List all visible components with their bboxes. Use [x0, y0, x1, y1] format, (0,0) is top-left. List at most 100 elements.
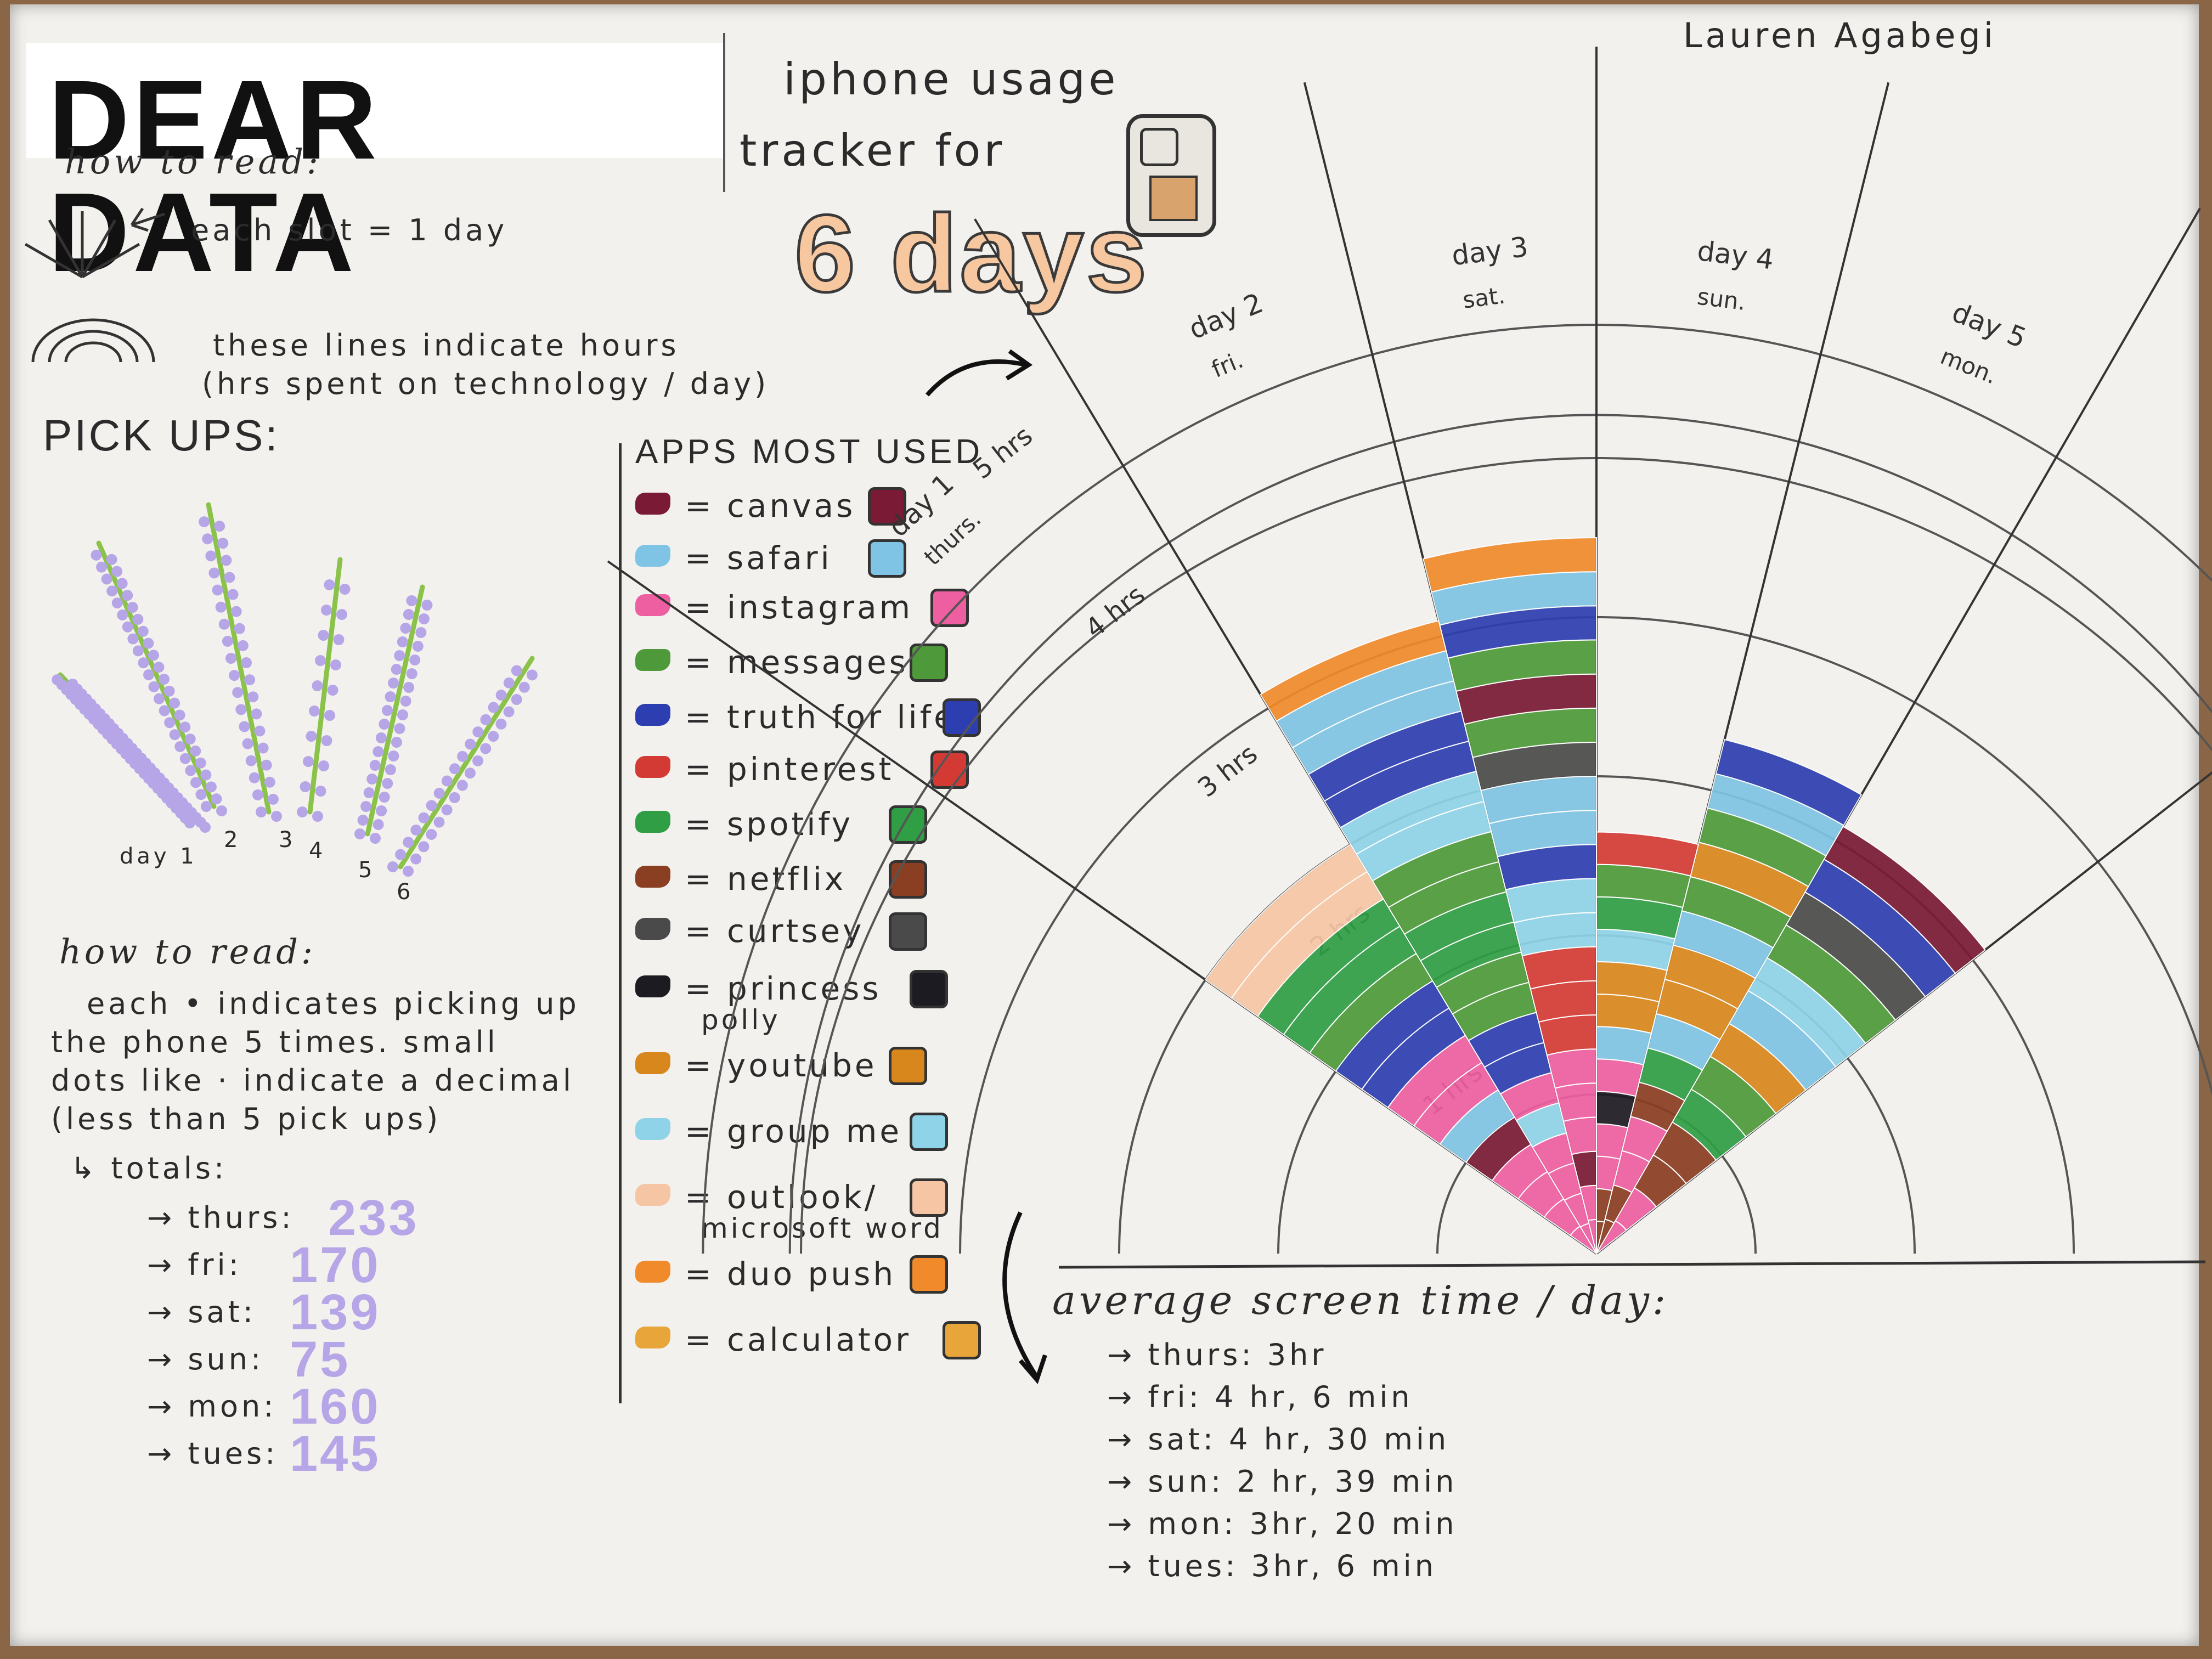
legend-label: = youtube	[685, 1047, 877, 1084]
pickup-dot	[449, 763, 460, 775]
instagram-icon	[930, 589, 969, 627]
pickup-dot	[106, 585, 118, 597]
pickup-dot	[333, 634, 345, 645]
youtube-icon	[889, 1047, 927, 1085]
total-value-0: 233	[328, 1190, 419, 1246]
legend-swatch	[635, 1052, 670, 1074]
pickup-dot	[511, 665, 522, 676]
six-days-heading: 6 days	[793, 191, 1149, 317]
slot-doodle-line	[24, 242, 83, 279]
pickups-how-line4: (less than 5 pick ups)	[51, 1102, 442, 1136]
pickup-dot	[230, 606, 242, 617]
subtitle-line1: iphone usage	[783, 54, 1119, 105]
legend-swatch	[635, 1327, 670, 1348]
subtitle-line2: tracker for	[740, 125, 1006, 176]
pickup-dot	[318, 760, 329, 771]
pickup-dot	[397, 709, 408, 720]
truth-for-life-icon	[943, 698, 981, 737]
pickups-how-line1: each • indicates picking up	[87, 986, 580, 1021]
total-value-3: 75	[290, 1331, 351, 1387]
pickup-dot	[312, 811, 323, 822]
slot-doodle-line	[81, 242, 140, 279]
pickup-dot	[385, 691, 396, 702]
legend-swatch	[635, 756, 670, 778]
pickup-dot	[234, 623, 245, 634]
pickup-dot	[91, 549, 102, 561]
total-day-4: → mon:	[147, 1389, 277, 1424]
pickup-dot	[117, 609, 128, 620]
legend-label: = group me	[685, 1113, 902, 1150]
pickup-label-1: day 1	[120, 844, 198, 869]
pickup-dot	[306, 731, 317, 742]
pickup-dot	[224, 572, 235, 583]
pickup-dot	[488, 731, 499, 742]
pickup-dot	[480, 714, 492, 725]
pickup-dot	[426, 800, 437, 811]
pickup-dot	[148, 681, 160, 692]
legend-swatch	[635, 1261, 670, 1283]
outlook-icon	[910, 1178, 948, 1217]
total-value-5: 145	[290, 1426, 381, 1482]
pickup-stem	[307, 557, 343, 815]
wedge-weekday-label-6: tues.	[2207, 506, 2212, 564]
pickup-dot	[148, 650, 159, 661]
legend-swatch	[635, 594, 670, 616]
average-row-1: → fri: 4 hr, 6 min	[1107, 1380, 1413, 1414]
pickup-dot	[449, 792, 460, 803]
pickup-dot	[324, 579, 335, 590]
legend-label: = netflix	[685, 860, 847, 898]
groupme-icon	[910, 1113, 948, 1151]
pickup-dot	[415, 627, 427, 638]
pickup-dot	[300, 781, 311, 792]
pickup-dot	[218, 618, 230, 630]
wedge-day-label-4: day 4	[1696, 235, 1776, 276]
pickup-dot	[324, 710, 335, 721]
pickup-label-2: 2	[224, 827, 241, 853]
pickup-dot	[245, 755, 257, 766]
wedge-segment	[1596, 1058, 1645, 1097]
pickup-dot	[376, 805, 387, 816]
pickup-dot	[433, 787, 445, 799]
author-name: Lauren Agabegi	[1683, 15, 1996, 55]
pickup-dot	[132, 613, 144, 625]
legend-swatch	[635, 1118, 670, 1140]
legend-label: = pinterest	[685, 751, 894, 788]
pickup-dot	[457, 751, 469, 762]
wedge-segment	[1423, 537, 1597, 593]
pickup-dot	[237, 640, 249, 651]
total-value-4: 160	[290, 1379, 381, 1435]
pickup-dot	[264, 776, 275, 788]
pickup-dot	[101, 573, 112, 585]
pickup-dot	[217, 538, 229, 549]
pickup-dot	[511, 694, 522, 706]
slot-arrow	[130, 207, 165, 232]
pickup-dot	[488, 702, 499, 713]
pickup-dot	[122, 590, 133, 601]
pickup-dot	[472, 726, 484, 738]
legend-label: = safari	[685, 539, 832, 577]
pickup-dot	[211, 793, 222, 805]
pickup-dot	[111, 597, 123, 609]
wedge-weekday-label-4: sun.	[1696, 283, 1747, 315]
pickup-dot	[174, 741, 186, 752]
pickup-label-6: 6	[397, 879, 414, 905]
pickup-dot	[215, 601, 227, 613]
totals-heading: ↳ totals:	[70, 1151, 228, 1186]
pickup-stem	[96, 540, 217, 809]
legend-label-line2: polly	[701, 1004, 781, 1036]
pickup-dot	[403, 866, 414, 877]
pickups-how-line2: the phone 5 times. small	[51, 1025, 499, 1059]
pickup-dot	[321, 605, 332, 616]
legend-label: = canvas	[685, 487, 856, 524]
average-row-3: → sun: 2 hr, 39 min	[1107, 1464, 1458, 1499]
pickup-dot	[382, 778, 393, 789]
pickup-dot	[179, 753, 191, 764]
average-row-4: → mon: 3hr, 20 min	[1107, 1506, 1458, 1541]
pickup-dot	[143, 637, 154, 649]
how-to-read-heading: how to read:	[65, 142, 321, 182]
pointer-arrow-2	[1002, 1211, 1039, 1379]
pickup-dot	[403, 682, 415, 693]
pickup-dot	[315, 786, 326, 797]
pickup-dot	[267, 793, 279, 805]
